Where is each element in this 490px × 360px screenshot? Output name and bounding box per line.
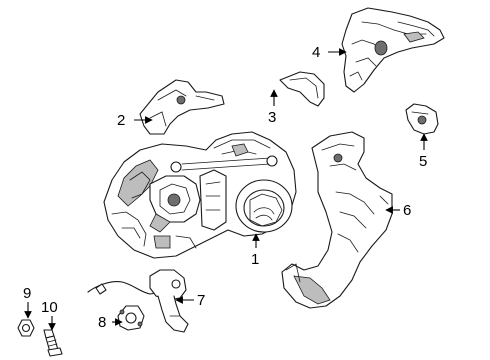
callout-7: 7 <box>197 292 205 309</box>
callout-9: 9 <box>23 285 31 302</box>
callout-labels: 1 2 3 4 5 6 7 8 9 10 <box>23 44 427 331</box>
callout-10: 10 <box>41 299 58 316</box>
oil-line-part-7 <box>87 269 189 333</box>
nut-part-9 <box>17 319 35 337</box>
bracket-part-5 <box>405 103 439 135</box>
callout-8: 8 <box>98 314 106 331</box>
callout-2: 2 <box>117 112 125 129</box>
leader-lines <box>24 48 428 331</box>
bracket-part-2 <box>139 79 225 135</box>
callout-5: 5 <box>419 153 427 170</box>
gasket-part-8 <box>117 305 145 331</box>
bracket-part-3 <box>279 71 325 107</box>
callout-3: 3 <box>268 109 276 126</box>
callout-4: 4 <box>312 44 320 61</box>
heat-shield-part-6 <box>281 131 393 309</box>
callout-1: 1 <box>251 251 259 268</box>
turbocharger-part-1 <box>103 131 297 259</box>
callout-6: 6 <box>403 202 411 219</box>
stud-bolt-part-10 <box>43 329 63 357</box>
heat-shield-part-4 <box>341 7 445 93</box>
